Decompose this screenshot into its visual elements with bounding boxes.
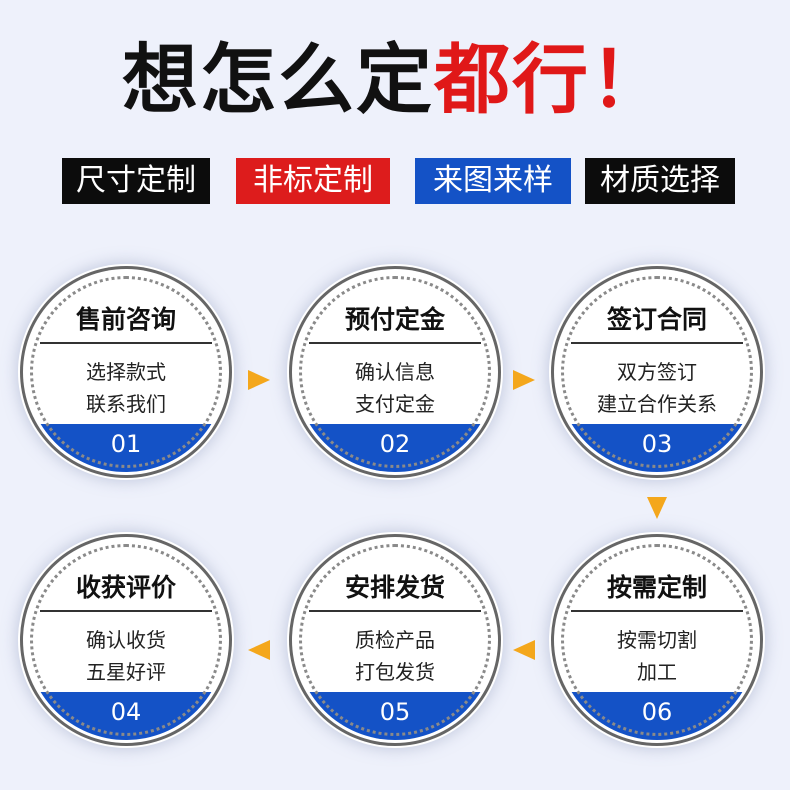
- tag-nonstandard-custom: 非标定制: [236, 158, 390, 204]
- tag-material-choice: 材质选择: [585, 158, 735, 204]
- step-title: 售前咨询: [75, 305, 176, 334]
- step-04: 收获评价 确认收货 五星好评 04: [26, 540, 226, 740]
- tag-drawing-sample: 来图来样: [415, 158, 571, 204]
- step-line-2: 联系我们: [86, 392, 166, 416]
- headline: 想怎么定都行！: [0, 30, 790, 130]
- step-line-2: 建立合作关系: [597, 392, 717, 416]
- divider: [40, 342, 212, 344]
- step-number: 02: [295, 424, 495, 472]
- step-line-1: 确认信息: [355, 360, 435, 384]
- headline-black: 想怎么定: [122, 35, 434, 124]
- step-line-1: 质检产品: [355, 628, 435, 652]
- divider: [40, 610, 212, 612]
- step-title: 按需定制: [606, 573, 707, 602]
- step-title: 签订合同: [606, 305, 707, 334]
- arrow-left-icon: [513, 640, 535, 660]
- step-line-1: 双方签订: [617, 360, 697, 384]
- arrow-right-icon: [513, 370, 535, 390]
- divider: [309, 342, 481, 344]
- step-02: 预付定金 确认信息 支付定金 02: [295, 272, 495, 472]
- divider: [571, 610, 743, 612]
- step-number: 01: [26, 424, 226, 472]
- step-01: 售前咨询 选择款式 联系我们 01: [26, 272, 226, 472]
- step-line-2: 支付定金: [355, 392, 435, 416]
- step-number: 05: [295, 692, 495, 740]
- step-title: 收获评价: [75, 573, 176, 602]
- tag-size-custom: 尺寸定制: [62, 158, 210, 204]
- arrow-left-icon: [248, 640, 270, 660]
- step-line-1: 按需切割: [617, 628, 697, 652]
- step-title: 预付定金: [344, 305, 445, 334]
- step-line-2: 打包发货: [355, 660, 435, 684]
- step-line-2: 加工: [637, 660, 677, 684]
- arrow-right-icon: [248, 370, 270, 390]
- step-line-1: 确认收货: [86, 628, 166, 652]
- step-05: 安排发货 质检产品 打包发货 05: [295, 540, 495, 740]
- divider: [571, 342, 743, 344]
- step-title: 安排发货: [344, 573, 445, 602]
- step-03: 签订合同 双方签订 建立合作关系 03: [557, 272, 757, 472]
- step-line-1: 选择款式: [86, 360, 166, 384]
- step-number: 04: [26, 692, 226, 740]
- headline-red: 都行！: [434, 35, 668, 124]
- divider: [309, 610, 481, 612]
- step-number: 03: [557, 424, 757, 472]
- step-line-2: 五星好评: [86, 660, 166, 684]
- step-06: 按需定制 按需切割 加工 06: [557, 540, 757, 740]
- step-number: 06: [557, 692, 757, 740]
- arrow-down-icon: [647, 497, 667, 519]
